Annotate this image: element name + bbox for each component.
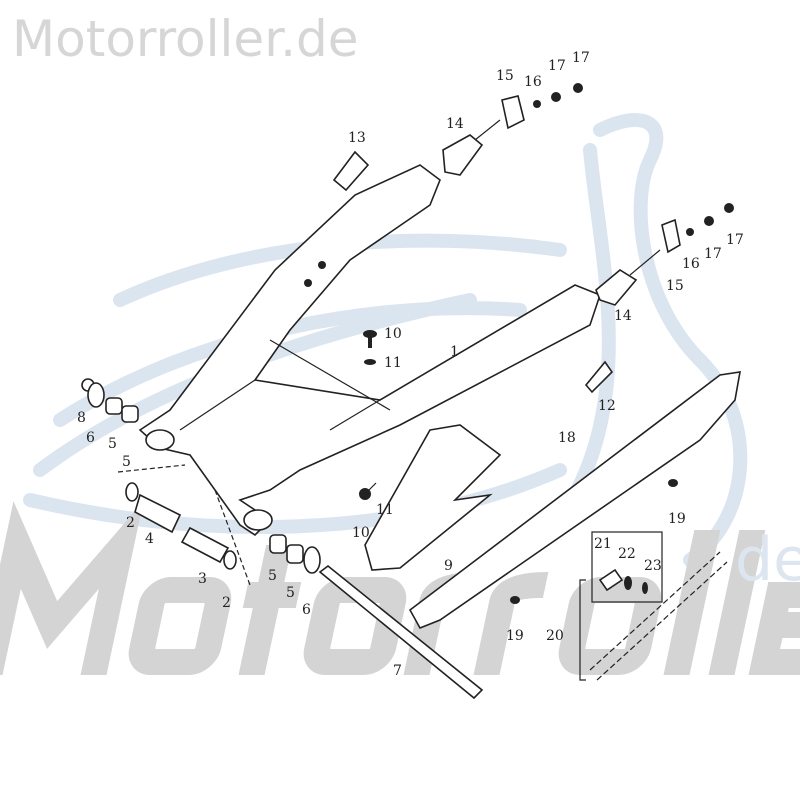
swingarm xyxy=(138,164,601,537)
callout-10: 10 xyxy=(352,525,370,541)
callout-19: 19 xyxy=(506,628,524,644)
callout-5: 5 xyxy=(268,568,277,584)
watermark-top: Motorroller.de xyxy=(12,10,359,68)
callout-5: 5 xyxy=(108,436,117,452)
callout-3: 3 xyxy=(198,571,207,587)
callout-labels: 15 16 17 17 14 13 16 17 17 15 14 10 11 1… xyxy=(77,50,744,679)
callout-15: 15 xyxy=(496,68,514,84)
callout-6: 6 xyxy=(302,602,311,618)
drive-chain xyxy=(579,531,728,681)
callout-6: 6 xyxy=(86,430,95,446)
callout-5: 5 xyxy=(286,585,295,601)
chain-guide xyxy=(364,424,502,571)
callout-20: 20 xyxy=(546,628,564,644)
chain-adjuster-right xyxy=(584,203,734,394)
callout-21: 21 xyxy=(594,536,612,552)
callout-4: 4 xyxy=(145,531,154,547)
callout-8: 8 xyxy=(77,410,86,426)
callout-16: 16 xyxy=(524,74,542,90)
callout-2: 2 xyxy=(222,595,231,611)
callout-19: 19 xyxy=(668,511,686,527)
callout-2: 2 xyxy=(126,515,135,531)
bolts xyxy=(359,330,678,604)
callout-5: 5 xyxy=(122,454,131,470)
callout-1: 1 xyxy=(450,344,459,360)
callout-13: 13 xyxy=(348,130,366,146)
callout-7: 7 xyxy=(393,663,402,679)
chain-adjuster-left xyxy=(332,83,583,192)
callout-17: 17 xyxy=(548,58,566,74)
callout-16: 16 xyxy=(682,256,700,272)
callout-17: 17 xyxy=(704,246,722,262)
callout-23: 23 xyxy=(644,558,662,574)
callout-11: 11 xyxy=(384,355,402,371)
watermark-bottom-suffix: de xyxy=(735,525,800,595)
callout-14: 14 xyxy=(446,116,464,132)
callout-22: 22 xyxy=(618,546,636,562)
pivot-parts xyxy=(81,378,484,700)
callout-12: 12 xyxy=(598,398,616,414)
callout-18: 18 xyxy=(558,430,576,446)
callout-11: 11 xyxy=(376,502,394,518)
callout-17: 17 xyxy=(726,232,744,248)
callout-14: 14 xyxy=(614,308,632,324)
callout-10: 10 xyxy=(384,326,402,342)
callout-9: 9 xyxy=(444,558,453,574)
callout-15: 15 xyxy=(666,278,684,294)
callout-17: 17 xyxy=(572,50,590,66)
chain-case xyxy=(408,371,741,630)
